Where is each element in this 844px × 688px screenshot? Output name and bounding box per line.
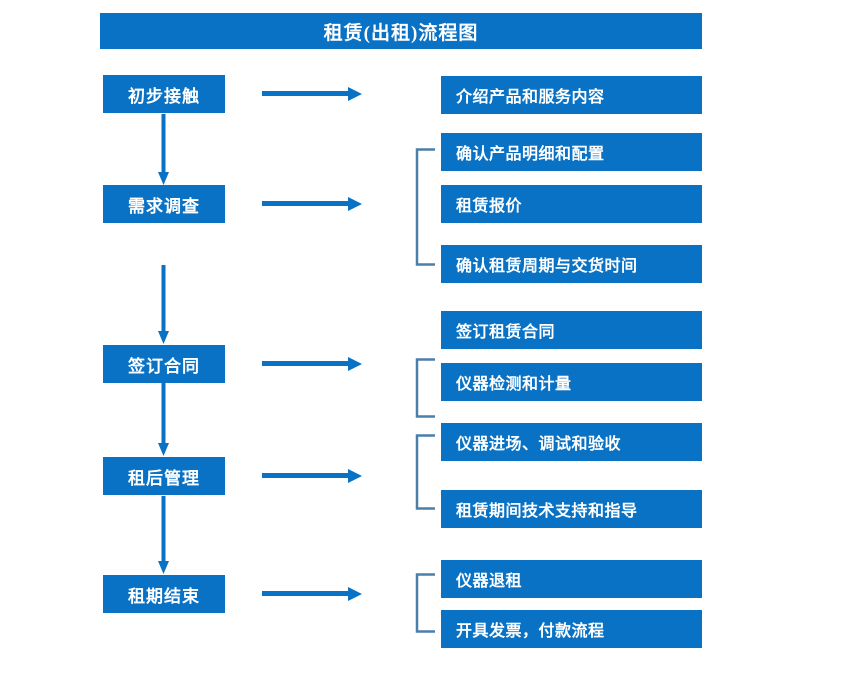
detail-box-2[interactable]: 确认产品明细和配置	[441, 133, 702, 171]
detail-box-10[interactable]: 开具发票，付款流程	[441, 610, 702, 648]
right-arrow-icon-4	[262, 468, 362, 484]
detail-box-4[interactable]: 确认租赁周期与交货时间	[441, 245, 702, 283]
down-arrow-icon-4	[158, 496, 169, 575]
right-arrow-icon-1	[262, 86, 362, 102]
down-arrow-icon-2	[158, 265, 169, 345]
detail-box-5[interactable]: 签订租赁合同	[441, 311, 702, 349]
group-bracket-1	[415, 148, 435, 266]
detail-box-1[interactable]: 介绍产品和服务内容	[441, 76, 702, 114]
page-title: 租赁(出租)流程图	[100, 13, 702, 49]
group-bracket-2	[415, 358, 435, 418]
detail-box-6[interactable]: 仪器检测和计量	[441, 363, 702, 401]
stage-box-5[interactable]: 租期结束	[103, 575, 225, 613]
detail-box-9[interactable]: 仪器退租	[441, 560, 702, 598]
right-arrow-icon-2	[262, 196, 362, 212]
group-bracket-4	[415, 573, 435, 633]
stage-box-4[interactable]: 租后管理	[103, 457, 225, 495]
down-arrow-icon-3	[158, 383, 169, 457]
detail-box-7[interactable]: 仪器进场、调试和验收	[441, 423, 702, 461]
detail-box-3[interactable]: 租赁报价	[441, 185, 702, 223]
detail-box-8[interactable]: 租赁期间技术支持和指导	[441, 490, 702, 528]
stage-box-1[interactable]: 初步接触	[103, 75, 225, 113]
stage-box-3[interactable]: 签订合同	[103, 345, 225, 383]
down-arrow-icon-1	[158, 114, 169, 186]
group-bracket-3	[415, 434, 435, 510]
stage-box-2[interactable]: 需求调查	[103, 185, 225, 223]
right-arrow-icon-5	[262, 586, 362, 602]
right-arrow-icon-3	[262, 356, 362, 372]
